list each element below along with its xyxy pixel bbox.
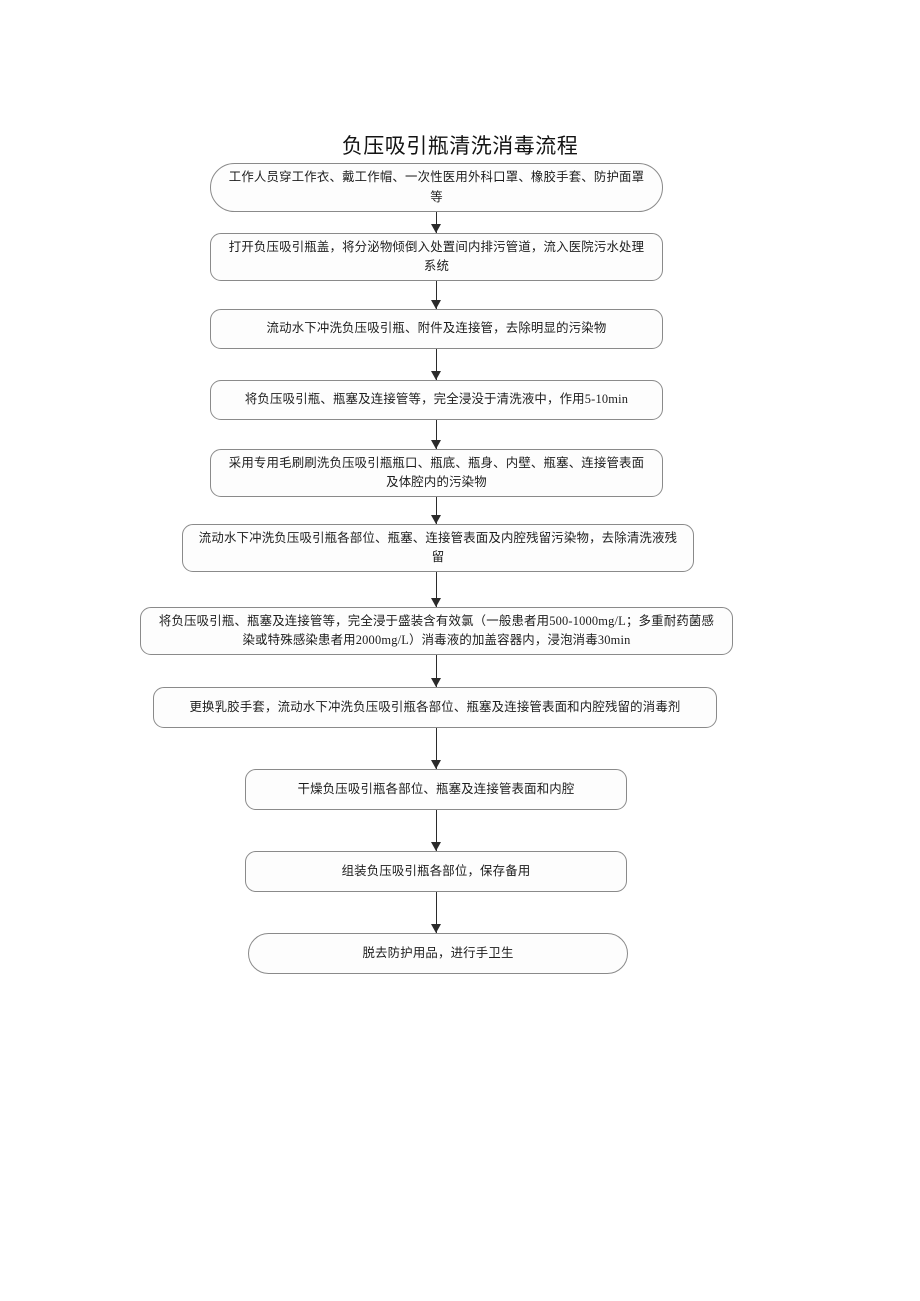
flow-node-label: 将负压吸引瓶、瓶塞及连接管等，完全浸于盛装含有效氯（一般患者用500-1000m… <box>158 613 715 647</box>
connector-4 <box>436 420 438 449</box>
connector-8 <box>436 728 438 769</box>
arrowhead-4 <box>431 440 441 449</box>
connector-6 <box>436 572 438 607</box>
flow-node-doff-ppe-hand-hygiene: 脱去防护用品，进行手卫生 <box>248 933 628 974</box>
flow-node-label: 流动水下冲洗负压吸引瓶、附件及连接管，去除明显的污染物 <box>266 321 607 336</box>
flow-node-label: 将负压吸引瓶、瓶塞及连接管等，完全浸没于清洗液中，作用5-10min <box>244 392 629 407</box>
connector-10 <box>436 892 438 933</box>
connector-7 <box>436 655 438 687</box>
arrowhead-3 <box>431 371 441 380</box>
connector-9 <box>436 810 438 851</box>
flow-node-disinfect-soak: 将负压吸引瓶、瓶塞及连接管等，完全浸于盛装含有效氯（一般患者用500-1000m… <box>140 607 733 655</box>
arrowhead-10 <box>431 924 441 933</box>
flow-node-empty-secretions: 打开负压吸引瓶盖，将分泌物倾倒入处置间内排污管道，流入医院污水处理系统 <box>210 233 663 281</box>
flow-node-change-gloves-rinse: 更换乳胶手套，流动水下冲洗负压吸引瓶各部位、瓶塞及连接管表面和内腔残留的消毒剂 <box>153 687 717 728</box>
arrowhead-9 <box>431 842 441 851</box>
flow-node-label: 流动水下冲洗负压吸引瓶各部位、瓶塞、连接管表面及内腔残留污染物，去除清洗液残留 <box>198 530 678 564</box>
flow-node-label: 更换乳胶手套，流动水下冲洗负压吸引瓶各部位、瓶塞及连接管表面和内腔残留的消毒剂 <box>189 699 681 714</box>
flow-node-rinse-running-water: 流动水下冲洗负压吸引瓶、附件及连接管，去除明显的污染物 <box>210 309 663 349</box>
flow-node-ppe: 工作人员穿工作衣、戴工作帽、一次性医用外科口罩、橡胶手套、防护面罩等 <box>210 163 663 212</box>
flow-node-label: 采用专用毛刷刷洗负压吸引瓶瓶口、瓶底、瓶身、内壁、瓶塞、连接管表面及体腔内的污染… <box>228 455 645 489</box>
arrowhead-8 <box>431 760 441 769</box>
flow-node-assemble-store: 组装负压吸引瓶各部位，保存备用 <box>245 851 627 892</box>
flow-node-rinse-residue: 流动水下冲洗负压吸引瓶各部位、瓶塞、连接管表面及内腔残留污染物，去除清洗液残留 <box>182 524 694 572</box>
arrowhead-6 <box>431 598 441 607</box>
flow-node-brush-clean: 采用专用毛刷刷洗负压吸引瓶瓶口、瓶底、瓶身、内壁、瓶塞、连接管表面及体腔内的污染… <box>210 449 663 497</box>
flow-node-label: 干燥负压吸引瓶各部位、瓶塞及连接管表面和内腔 <box>297 781 575 796</box>
connector-5 <box>436 497 438 524</box>
connector-1 <box>436 212 438 233</box>
page-title: 负压吸引瓶清洗消毒流程 <box>341 134 579 158</box>
flow-node-label: 工作人员穿工作衣、戴工作帽、一次性医用外科口罩、橡胶手套、防护面罩等 <box>228 170 645 204</box>
connector-3 <box>436 349 438 380</box>
flow-node-label: 组装负压吸引瓶各部位，保存备用 <box>341 863 531 878</box>
arrowhead-5 <box>431 515 441 524</box>
flow-node-soak-detergent: 将负压吸引瓶、瓶塞及连接管等，完全浸没于清洗液中，作用5-10min <box>210 380 663 420</box>
arrowhead-1 <box>431 224 441 233</box>
connector-2 <box>436 281 438 309</box>
flow-node-label: 脱去防护用品，进行手卫生 <box>362 945 514 960</box>
flow-node-label: 打开负压吸引瓶盖，将分泌物倾倒入处置间内排污管道，流入医院污水处理系统 <box>228 239 645 273</box>
arrowhead-2 <box>431 300 441 309</box>
arrowhead-7 <box>431 678 441 687</box>
flow-node-dry: 干燥负压吸引瓶各部位、瓶塞及连接管表面和内腔 <box>245 769 627 810</box>
